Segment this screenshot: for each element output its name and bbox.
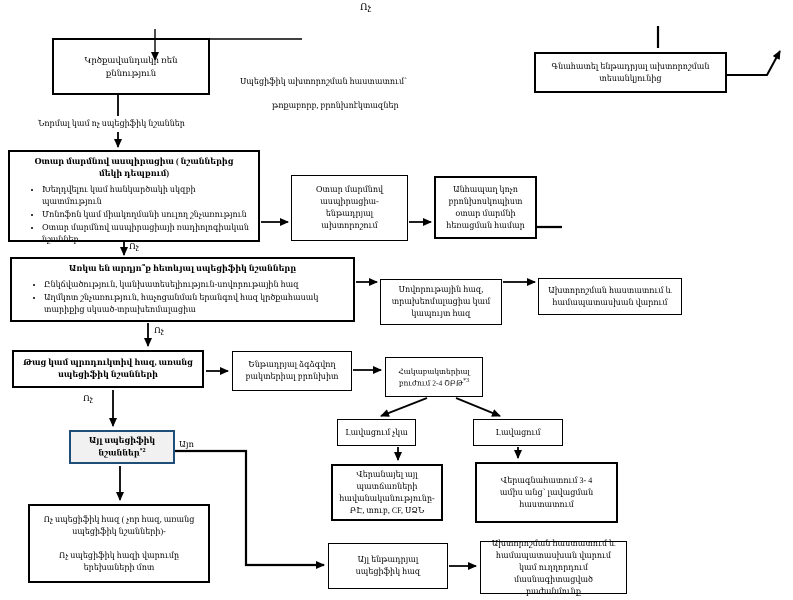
chest-xray-line1: Կրծքավանդակի ռեն bbox=[84, 54, 178, 65]
bronchoscopist-text: Անհապաղ կոչո բրոնխոսկոպիստ օտար մարմնի հ… bbox=[446, 184, 525, 230]
node-protracted-bacterial-bronchitis: Ենթադրյալ ձգձգվող բակտերիալ բրոնխիտ bbox=[232, 351, 352, 391]
reconsider-text: Վերանայել այլ պատճառների հավանականությու… bbox=[339, 469, 435, 515]
node-other-presumptive-specific-cough: Այլ ենթադրյալ սպեցիֆիկ հազ bbox=[328, 543, 448, 589]
foreign-body-bullet: Օտար մարմնով ասպիրացիայի ռադիոլոգիական ն… bbox=[42, 222, 252, 246]
label-no-wet: Ոչ bbox=[83, 393, 93, 403]
dx-confirm-text: Ախտորոշման հաստատում և համապատասխան վարո… bbox=[548, 285, 672, 307]
specific-signs-bullet: Աղմկոտ շնչառություն, հաչոցանման երանգով … bbox=[44, 292, 347, 316]
node-foreign-body-aspiration: Օտար մարմնով ասպիրացիա ( նշաններից մեկի … bbox=[8, 150, 260, 244]
label-yes: Այո bbox=[179, 439, 195, 449]
arrow-evaluate-up bbox=[727, 50, 781, 76]
node-specific-signs-question: Առկա են արդյո՞ք հետևյալ սպեցիֆիկ նշաններ… bbox=[10, 257, 355, 322]
node-fb-presumptive-dx: Օտար մարմնով ասպիրացիա- ենթադրյալ ախտորո… bbox=[291, 175, 408, 241]
label-no-top: Ոչ bbox=[360, 3, 372, 13]
node-reassess-3-4-months: Վերագնահատում 3- 4 ամիս անց՝ լավացման հա… bbox=[475, 462, 618, 523]
node-habit-cough: Սովորութային հազ, տրախեոմալացիա կամ կապո… bbox=[380, 279, 502, 325]
node-dx-confirm-manage: Ախտորոշման հաստատում և համապատասխան վարո… bbox=[538, 278, 682, 315]
other-specific-text: Այլ սպեցիֆիկ նշաններ*2 bbox=[88, 435, 156, 458]
no-improvement-text: Լավացում չկա bbox=[345, 427, 408, 437]
reassess-text: Վերագնահատում 3- 4 ամիս անց՝ լավացման հա… bbox=[499, 475, 594, 509]
wet-cough-text: Թաց կամ պրոդուկտիվ հազ, առանց սպեցիֆիկ ն… bbox=[23, 358, 193, 379]
node-other-specific-signs: Այլ սպեցիֆիկ նշաններ*2 bbox=[69, 430, 175, 464]
node-nonspecific-cough: Ոչ սպեցիֆիկ հազ ( չոր հազ, առանց սպեցիֆի… bbox=[28, 504, 210, 583]
pbb-text: Ենթադրյալ ձգձգվող բակտերիալ բրոնխիտ bbox=[245, 360, 339, 381]
foreign-body-bullet: Խեղդվելու կամ հանկարծակի սկզբի պատմությո… bbox=[42, 184, 252, 208]
arrow-antibiotics-to-improve bbox=[455, 397, 501, 417]
nonspecific-para2: Ոչ սպեցիֆիկ հազի վարումը երեխաների մոտ bbox=[58, 550, 180, 572]
footnote-2: *2 bbox=[139, 447, 146, 454]
node-reconsider-other-causes: Վերանայել այլ պատճառների հավանականությու… bbox=[331, 464, 443, 521]
foreign-body-bullet-list: Խեղդվելու կամ հանկարծակի սկզբի պատմությո… bbox=[16, 184, 252, 247]
arrow-antibiotics-to-noimprove bbox=[380, 397, 428, 417]
foreign-body-bullet: Մոնոֆոն կամ միակողմանի սուլող շնչառությո… bbox=[42, 209, 252, 221]
improvement-text: Լավացում bbox=[495, 427, 541, 437]
specific-signs-bullet-list: Ընկճվածություն, կանխատեսելիություն-սովոր… bbox=[18, 279, 347, 317]
label-no-signs: Ոչ bbox=[154, 325, 164, 335]
node-dx-confirm-or-refer: Ախտորոշման հաստատում և համապատասխան վարո… bbox=[480, 539, 627, 596]
specific-signs-title: Առկա են արդյո՞ք հետևյալ սպեցիֆիկ նշաններ… bbox=[68, 264, 297, 273]
label-no-fb: Ոչ bbox=[129, 241, 139, 251]
node-call-bronchoscopist: Անհապաղ կոչո բրոնխոսկոպիստ օտար մարմնի հ… bbox=[434, 176, 537, 239]
antibiotics-text: Հակաբակտերիալ բուժում 2-4 ՇԲԹ*3 bbox=[398, 366, 470, 388]
other-presumptive-text: Այլ ենթադրյալ սպեցիֆիկ հազ bbox=[355, 555, 421, 576]
foreign-body-title: Օտար մարմնով ասպիրացիա ( նշաններից մեկի … bbox=[34, 157, 234, 178]
label-normal-nonspecific: Նորմալ կամ ոչ սպեցիֆիկ նշաններ bbox=[36, 119, 187, 128]
chest-xray-line2: քննություն bbox=[105, 67, 157, 78]
evaluate-text: Գնահատել ենթադրյալ ախտորոշման տեսանկյուն… bbox=[551, 61, 710, 83]
node-no-improvement: Լավացում չկա bbox=[337, 419, 416, 446]
specific-signs-bullet: Ընկճվածություն, կանխատեսելիություն-սովոր… bbox=[44, 279, 347, 291]
footnote-3: *3 bbox=[463, 377, 470, 384]
label-specific-dx-line2: թոքաբորբ, բրոնխոէկտազներ bbox=[272, 101, 399, 110]
label-specific-dx-line1: Սպեցիֆիկ ախտորոշման հաստատում՝ bbox=[240, 77, 408, 86]
node-chest-xray: Կրծքավանդակի ռեն քննություն bbox=[52, 38, 210, 95]
habit-cough-text: Սովորութային հազ, տրախեոմալացիա կամ կապո… bbox=[391, 285, 491, 318]
node-wet-productive-cough: Թաց կամ պրոդուկտիվ հազ, առանց սպեցիֆիկ ն… bbox=[12, 350, 204, 388]
nonspecific-para1: Ոչ սպեցիֆիկ հազ ( չոր հազ, առանց սպեցիֆի… bbox=[43, 514, 195, 536]
node-antibacterial-treatment: Հակաբակտերիալ բուժում 2-4 ՇԲԹ*3 bbox=[385, 357, 483, 397]
node-improvement: Լավացում bbox=[473, 419, 563, 446]
dx-confirm-refer-text: Ախտորոշման հաստատում և համապատասխան վարո… bbox=[491, 538, 616, 596]
fb-presumptive-text: Օտար մարմնով ասպիրացիա- ենթադրյալ ախտորո… bbox=[315, 185, 384, 230]
node-evaluate-presumptive-dx: Գնահատել ենթադրյալ ախտորոշման տեսանկյուն… bbox=[534, 52, 727, 93]
